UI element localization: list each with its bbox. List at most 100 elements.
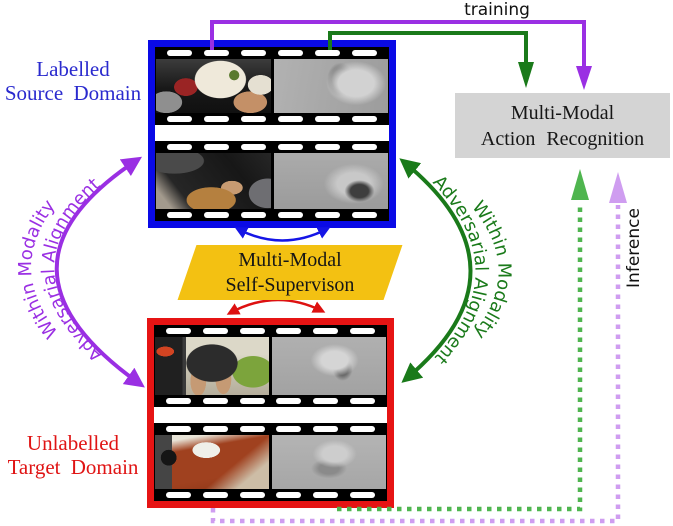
source-rgb-frame-2	[156, 153, 271, 209]
target-domain-label-line2: Target Domain	[7, 455, 139, 479]
source-strip-1-frames	[155, 59, 389, 113]
sprocket-hole	[278, 50, 303, 56]
sprocket-hole	[315, 144, 340, 150]
self-supervision-line2: Self-Supervison	[225, 273, 355, 296]
adversarial-arc-right	[399, 158, 473, 383]
sprocket-hole	[313, 328, 339, 334]
recognition-box-line1: Multi-Modal	[510, 101, 615, 124]
sprocket-hole	[241, 116, 266, 122]
sprocket-hole	[202, 328, 228, 334]
sprocket-hole	[239, 328, 265, 334]
target-strip-1	[154, 325, 387, 407]
source-rgb-frame-1	[156, 59, 271, 113]
sprocket-hole	[204, 116, 229, 122]
source-flow-frame-2	[273, 153, 388, 209]
training-label: training	[464, 0, 530, 20]
target-domain-label-line1: Unlabelled	[26, 431, 120, 455]
sprocket-hole	[278, 144, 303, 150]
source-strip-1	[155, 47, 389, 125]
sprocket-hole	[350, 398, 376, 404]
sprocket-hole	[165, 426, 191, 432]
sprocket-hole	[350, 328, 376, 334]
film-sprockets	[154, 395, 387, 407]
adversarial-left-line2: Adversarial Alignment	[38, 174, 107, 365]
recognition-box-line2: Action Recognition	[480, 127, 645, 150]
source-filmstrip	[148, 40, 396, 228]
sprocket-hole	[202, 426, 228, 432]
sprocket-hole	[167, 50, 192, 56]
adversarial-right-line2: Adversarial Alignment	[429, 172, 492, 369]
source-flow-frame-1	[273, 59, 388, 113]
film-sprockets	[155, 113, 389, 125]
sprocket-hole	[276, 426, 302, 432]
self-supervision-line1: Multi-Modal	[238, 248, 342, 271]
sprocket-hole	[167, 144, 192, 150]
film-sprockets	[155, 209, 389, 221]
sprocket-hole	[278, 212, 303, 218]
film-sprockets	[154, 325, 387, 337]
source-domain-label-line1: Labelled	[36, 57, 110, 81]
target-strip-2	[154, 423, 387, 501]
sprocket-hole	[350, 426, 376, 432]
sprocket-hole	[278, 116, 303, 122]
self-supervision-source-arrow	[234, 227, 331, 242]
training-arrowhead-flow	[518, 62, 534, 88]
sprocket-hole	[204, 144, 229, 150]
filmstrip-gap	[155, 125, 389, 141]
target-strip-1-frames	[154, 337, 387, 395]
film-sprockets	[154, 489, 387, 501]
sprocket-hole	[241, 144, 266, 150]
adversarial-left-line1: Within Modality	[15, 196, 62, 343]
sprocket-hole	[204, 212, 229, 218]
sprocket-hole	[202, 492, 228, 498]
adversarial-arc-left	[54, 156, 145, 388]
sprocket-hole	[352, 212, 377, 218]
sprocket-hole	[352, 144, 377, 150]
sprocket-hole	[315, 50, 340, 56]
sprocket-hole	[350, 492, 376, 498]
target-flow-frame-2	[272, 435, 386, 489]
sprocket-hole	[276, 398, 302, 404]
sprocket-hole	[204, 50, 229, 56]
training-arrowhead-rgb	[576, 66, 592, 90]
filmstrip-gap	[154, 407, 387, 423]
self-supervision-target-arrow	[226, 298, 326, 315]
sprocket-hole	[276, 328, 302, 334]
sprocket-hole	[352, 50, 377, 56]
sprocket-hole	[315, 116, 340, 122]
sprocket-hole	[202, 398, 228, 404]
target-strip-2-frames	[154, 435, 387, 489]
sprocket-hole	[239, 398, 265, 404]
sprocket-hole	[313, 398, 339, 404]
recognition-box: Multi-Modal Action Recognition	[455, 93, 670, 158]
sprocket-hole	[276, 492, 302, 498]
adversarial-right-line1: Within Modality	[468, 197, 515, 343]
sprocket-hole	[241, 50, 266, 56]
sprocket-hole	[167, 116, 192, 122]
source-strip-2	[155, 141, 389, 221]
sprocket-hole	[315, 212, 340, 218]
sprocket-hole	[165, 328, 191, 334]
film-sprockets	[154, 423, 387, 435]
film-sprockets	[155, 47, 389, 59]
target-filmstrip	[147, 318, 394, 508]
self-supervision-box: Multi-Modal Self-Supervison	[187, 245, 393, 300]
sprocket-hole	[313, 426, 339, 432]
sprocket-hole	[313, 492, 339, 498]
sprocket-hole	[239, 426, 265, 432]
inference-label: Inference	[624, 208, 644, 288]
target-rgb-frame-2	[155, 435, 269, 489]
sprocket-hole	[165, 492, 191, 498]
sprocket-hole	[167, 212, 192, 218]
sprocket-hole	[352, 116, 377, 122]
sprocket-hole	[239, 492, 265, 498]
source-strip-2-frames	[155, 153, 389, 209]
sprocket-hole	[241, 212, 266, 218]
source-domain-label-line2: Source Domain	[4, 81, 142, 105]
target-rgb-frame-1	[155, 337, 269, 395]
inference-arrowhead-flow	[571, 169, 589, 200]
target-flow-frame-1	[272, 337, 386, 395]
sprocket-hole	[165, 398, 191, 404]
film-sprockets	[155, 141, 389, 153]
